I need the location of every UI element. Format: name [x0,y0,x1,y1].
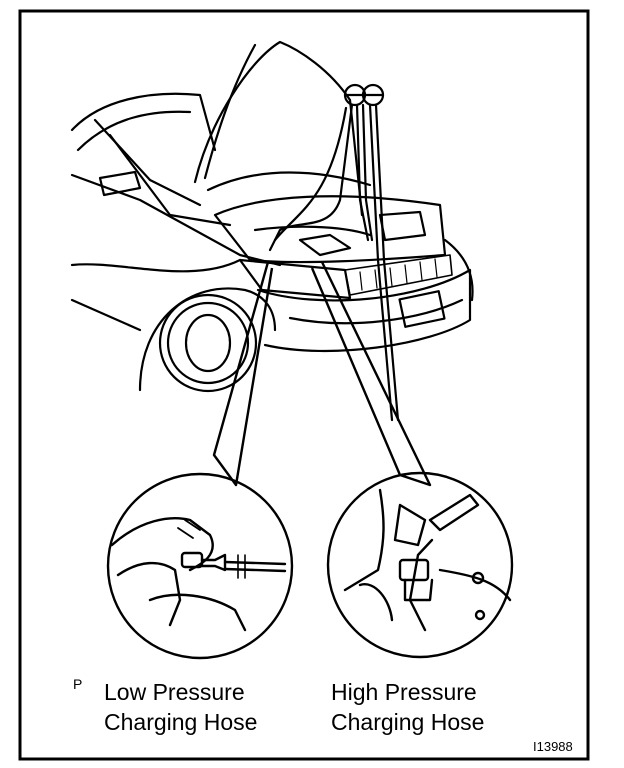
wheel-arch [138,287,277,392]
figure-marker: P [73,676,83,692]
low-pressure-label-line1: Low Pressure [104,679,245,705]
leader-high [310,261,432,487]
hood-open [193,40,364,217]
headlight [238,258,352,300]
detail-high [326,471,514,659]
high-pressure-label-line2: Charging Hose [331,709,485,735]
low-pressure-label-line2: Charging Hose [104,709,258,735]
high-hose-detail [428,493,480,532]
leader-low [212,261,274,487]
figure-code: I13988 [533,739,573,754]
license-plate [398,290,446,328]
engine-bay [213,195,447,264]
hose-low [268,103,354,252]
callout-leaders [212,261,432,487]
high-pressure-label-line1: High Pressure [331,679,477,705]
low-hose-detail [223,560,287,573]
side-mirror [98,170,142,197]
front-wheel [158,293,258,393]
hose-high [368,103,394,422]
figure-border [18,9,590,761]
car-illustration [70,40,474,422]
detail-low [106,472,294,660]
hose-center [355,103,370,242]
